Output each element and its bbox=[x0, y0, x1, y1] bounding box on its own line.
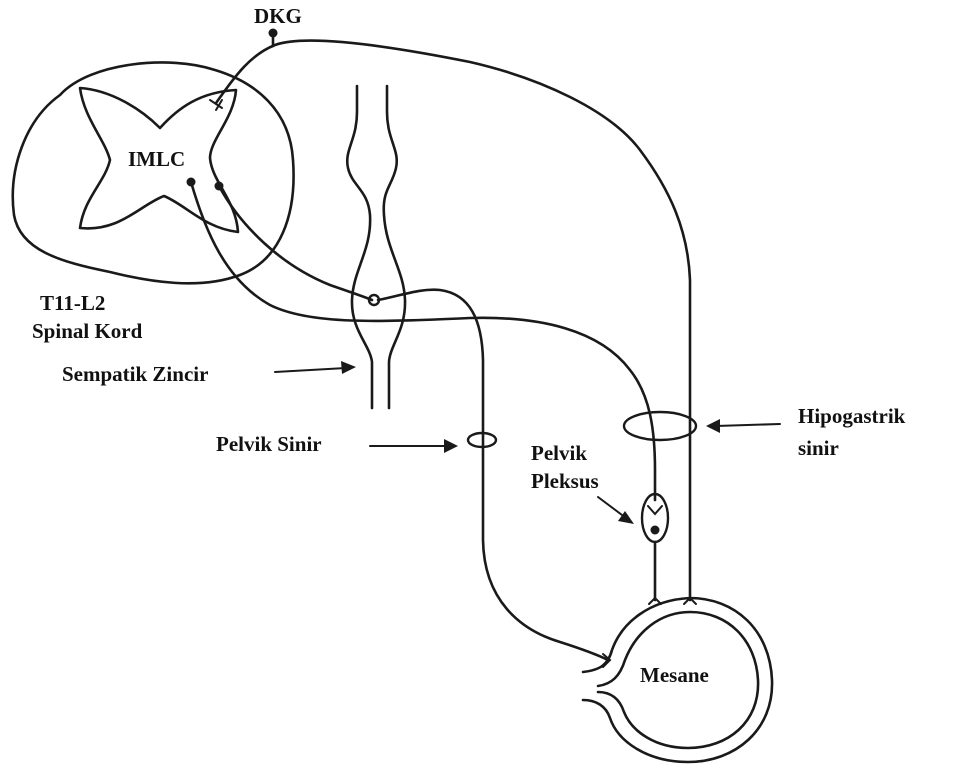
pelvic-plexus-label-line1: Pelvik bbox=[531, 440, 587, 467]
spinal-cord-label: Spinal Kord bbox=[32, 318, 142, 345]
imlc-label: IMLC bbox=[128, 146, 185, 173]
arrow-pelvic-nerve bbox=[370, 439, 458, 453]
pelvic-nerve-label: Pelvik Sinir bbox=[216, 431, 322, 458]
pelvic-plexus-label-line2: Pleksus bbox=[531, 468, 599, 495]
bladder-label: Mesane bbox=[640, 662, 709, 689]
afferent-fiber bbox=[216, 41, 690, 600]
hypogastric-label-line2: sinir bbox=[798, 435, 839, 462]
dkg-label: DKG bbox=[254, 3, 302, 30]
arrow-hypogastric-nerve bbox=[706, 419, 780, 433]
plexus-synapse-mark bbox=[648, 506, 662, 514]
sympathetic-chain-label: Sempatik Zincir bbox=[62, 361, 208, 388]
sympathetic-chain bbox=[384, 86, 405, 408]
plexus-neuron bbox=[651, 526, 660, 535]
arrow-sympathetic-chain bbox=[275, 361, 356, 374]
sympathetic-chain bbox=[347, 86, 372, 408]
arrow-pelvic-plexus bbox=[598, 497, 634, 524]
spinal-segment-label: T11-L2 bbox=[40, 290, 105, 317]
hypogastric-label-line1: Hipogastrik bbox=[798, 403, 905, 430]
hypogastric-nerve-ring bbox=[624, 412, 696, 440]
